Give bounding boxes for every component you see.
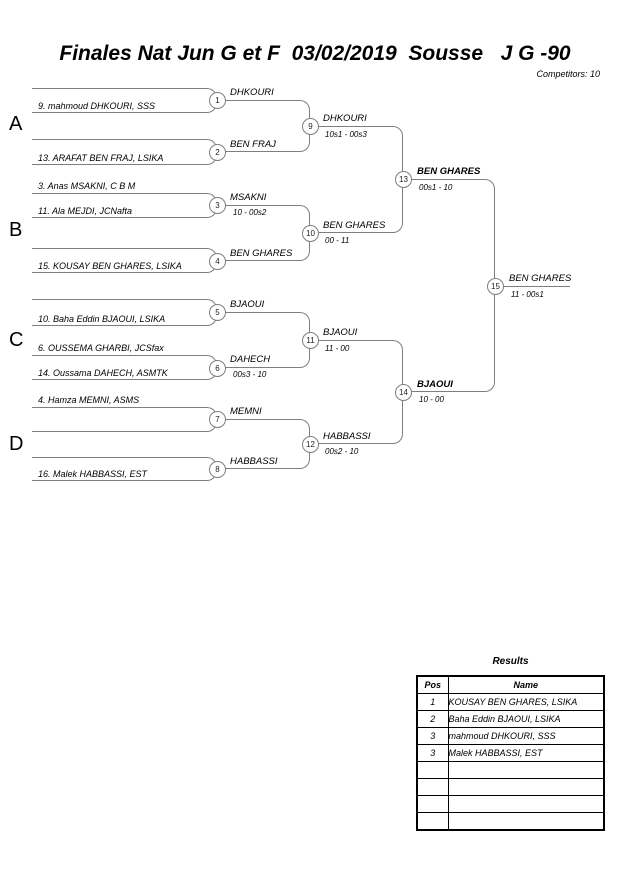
winner-label-15: BEN GHARES <box>509 273 572 284</box>
result-pos <box>416 778 449 796</box>
winner-label-11: BJAOUI <box>323 327 358 338</box>
athlete-name: 15. KOUSAY BEN GHARES, LSIKA <box>38 261 182 271</box>
group-label-d: D <box>9 433 24 455</box>
group-label-a: A <box>9 113 23 135</box>
match-connector-13 <box>318 126 403 233</box>
results-row: 3 Malek HABBASSI, EST <box>416 744 605 762</box>
match-score-14: 10 - 00 <box>419 395 444 404</box>
athlete-name: 4. Hamza MEMNI, ASMS <box>38 395 140 405</box>
winner-label-13: BEN GHARES <box>417 166 481 177</box>
match-connector-15 <box>411 179 495 392</box>
results-row <box>416 761 605 779</box>
result-name: KOUSAY BEN GHARES, LSIKA <box>447 693 605 711</box>
match-circle-4: 4 <box>209 253 226 270</box>
result-pos: 1 <box>416 693 449 711</box>
match-circle-13: 13 <box>395 171 412 188</box>
results-row: 2 Baha Eddin BJAOUI, LSIKA <box>416 710 605 728</box>
athlete-name: 16. Malek HABBASSI, EST <box>38 469 148 479</box>
athlete-name: 3. Anas MSAKNI, C B M <box>38 181 136 191</box>
athlete-name: 13. ARAFAT BEN FRAJ, LSIKA <box>38 153 164 163</box>
result-name <box>447 761 605 779</box>
results-header-name: Name <box>447 675 605 694</box>
result-pos: 2 <box>416 710 449 728</box>
result-pos: 3 <box>416 744 449 762</box>
winner-label-14: BJAOUI <box>417 379 453 390</box>
match-circle-2: 2 <box>209 144 226 161</box>
match-score-3: 10 - 00s2 <box>233 208 267 217</box>
athlete-name: 10. Baha Eddin BJAOUI, LSIKA <box>38 314 166 324</box>
results-row <box>416 795 605 813</box>
match-connector-14 <box>318 340 403 444</box>
result-pos: 3 <box>416 727 449 745</box>
match-circle-12: 12 <box>302 436 319 453</box>
athlete-name: 9. mahmoud DHKOURI, SSS <box>38 101 156 111</box>
match-circle-6: 6 <box>209 360 226 377</box>
athlete-name: 11. Ala MEJDI, JCNafta <box>38 206 133 216</box>
results-row <box>416 778 605 796</box>
bracket-pair-7 <box>32 407 217 432</box>
results-header-row: Pos Name <box>416 675 605 694</box>
result-pos <box>416 812 449 831</box>
results-title: Results <box>492 656 529 667</box>
result-name: Malek HABBASSI, EST <box>447 744 605 762</box>
winner-label-1: DHKOURI <box>230 87 274 98</box>
match-score-9: 10s1 - 00s3 <box>325 130 367 139</box>
winner-label-4: BEN GHARES <box>230 248 293 259</box>
result-name <box>447 795 605 813</box>
match-circle-10: 10 <box>302 225 319 242</box>
match-score-6: 00s3 - 10 <box>233 370 267 379</box>
group-label-c: C <box>9 329 24 351</box>
match-circle-8: 8 <box>209 461 226 478</box>
result-name <box>447 778 605 796</box>
winner-label-12: HABBASSI <box>323 431 371 442</box>
results-row <box>416 812 605 831</box>
match-score-10: 00 - 11 <box>325 236 350 245</box>
results-row: 3 mahmoud DHKOURI, SSS <box>416 727 605 745</box>
results-header-pos: Pos <box>416 675 449 694</box>
competitors-count: Competitors: 10 <box>536 69 600 79</box>
athlete-name: 14. Oussama DAHECH, ASMTK <box>38 368 168 378</box>
winner-label-10: BEN GHARES <box>323 220 386 231</box>
match-score-12: 00s2 - 10 <box>325 447 359 456</box>
match-circle-3: 3 <box>209 197 226 214</box>
match-circle-1: 1 <box>209 92 226 109</box>
winner-label-5: BJAOUI <box>230 299 265 310</box>
winner-label-9: DHKOURI <box>323 113 367 124</box>
result-pos <box>416 795 449 813</box>
winner-label-8: HABBASSI <box>230 456 278 467</box>
match-circle-14: 14 <box>395 384 412 401</box>
match-circle-5: 5 <box>209 304 226 321</box>
match-circle-7: 7 <box>209 411 226 428</box>
result-name <box>447 812 605 831</box>
athlete-name: 6. OUSSEMA GHARBI, JCSfax <box>38 343 164 353</box>
final-winner-line <box>503 286 570 287</box>
results-row: 1 KOUSAY BEN GHARES, LSIKA <box>416 693 605 711</box>
result-name: Baha Eddin BJAOUI, LSIKA <box>447 710 605 728</box>
match-score-15: 11 - 00s1 <box>511 290 544 299</box>
match-circle-15: 15 <box>487 278 504 295</box>
result-pos <box>416 761 449 779</box>
match-score-11: 11 - 00 <box>325 344 350 353</box>
winner-label-6: DAHECH <box>230 354 271 365</box>
result-name: mahmoud DHKOURI, SSS <box>447 727 605 745</box>
results-table: Pos Name 1 KOUSAY BEN GHARES, LSIKA 2 Ba… <box>416 675 605 831</box>
winner-label-7: MEMNI <box>230 406 262 417</box>
group-label-b: B <box>9 219 23 241</box>
match-circle-9: 9 <box>302 118 319 135</box>
winner-label-2: BEN FRAJ <box>230 139 276 150</box>
match-circle-11: 11 <box>302 332 319 349</box>
match-score-13: 00s1 - 10 <box>419 183 453 192</box>
page-title: Finales Nat Jun G et F 03/02/2019 Sousse… <box>59 42 571 65</box>
winner-label-3: MSAKNI <box>230 192 267 203</box>
